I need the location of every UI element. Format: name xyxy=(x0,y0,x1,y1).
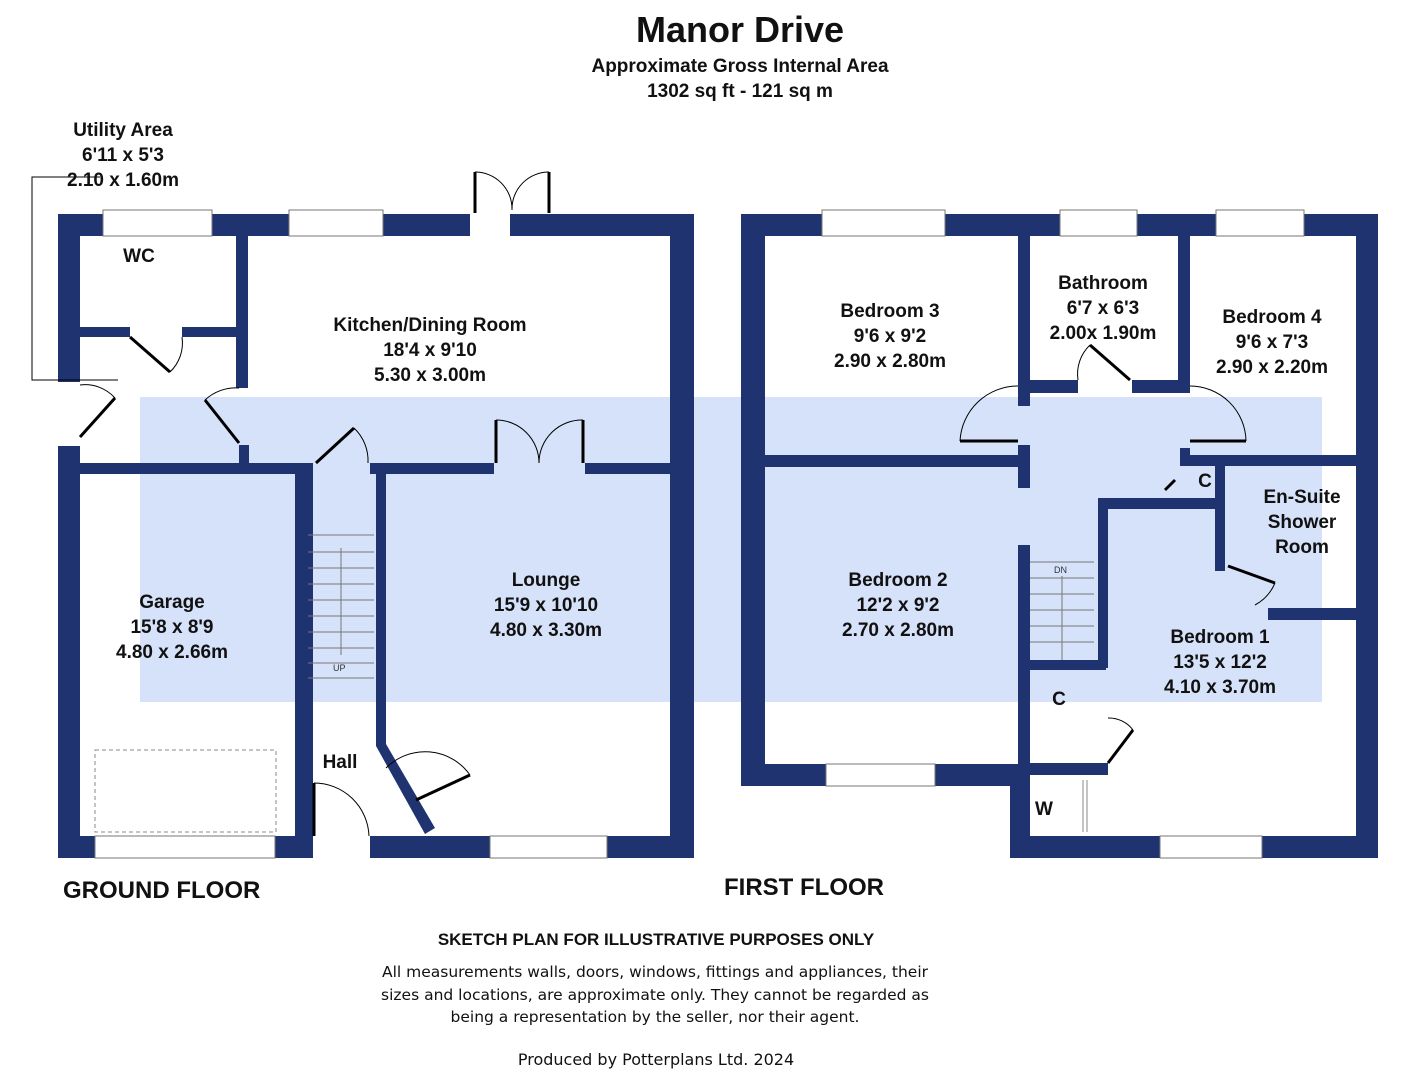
room-hall: Hall xyxy=(322,752,358,773)
wardrobe-label: W xyxy=(1035,799,1053,820)
first-floor-walls xyxy=(741,209,1378,859)
room-wc: WC xyxy=(123,246,155,267)
subtitle: Approximate Gross Internal Area xyxy=(591,56,889,77)
first-floor-stairs xyxy=(1030,561,1094,660)
first-floor-doors xyxy=(959,343,1276,832)
ground-floor-stairs xyxy=(308,534,374,679)
disclaimer-text: All measurements walls, doors, windows, … xyxy=(381,963,929,1026)
cupboard-label: C xyxy=(1052,689,1066,710)
page-title: Manor Drive xyxy=(635,9,845,50)
cupboard-label: C xyxy=(1198,471,1212,492)
disclaimer-title: SKETCH PLAN FOR ILLUSTRATIVE PURPOSES ON… xyxy=(437,930,875,949)
ground-floor-doors xyxy=(31,171,585,837)
stairs-up-label: UP xyxy=(333,663,346,673)
first-floor-label: FIRST FLOOR xyxy=(724,874,884,901)
total-area: 1302 sq ft - 121 sq m xyxy=(647,81,833,102)
stairs-down-label: DN xyxy=(1054,565,1067,575)
ground-floor-label: GROUND FLOOR xyxy=(63,877,261,904)
watermark-band xyxy=(140,397,1322,702)
credit: Produced by Potterplans Ltd. 2024 xyxy=(517,1050,795,1069)
ground-floor-walls xyxy=(58,209,694,859)
